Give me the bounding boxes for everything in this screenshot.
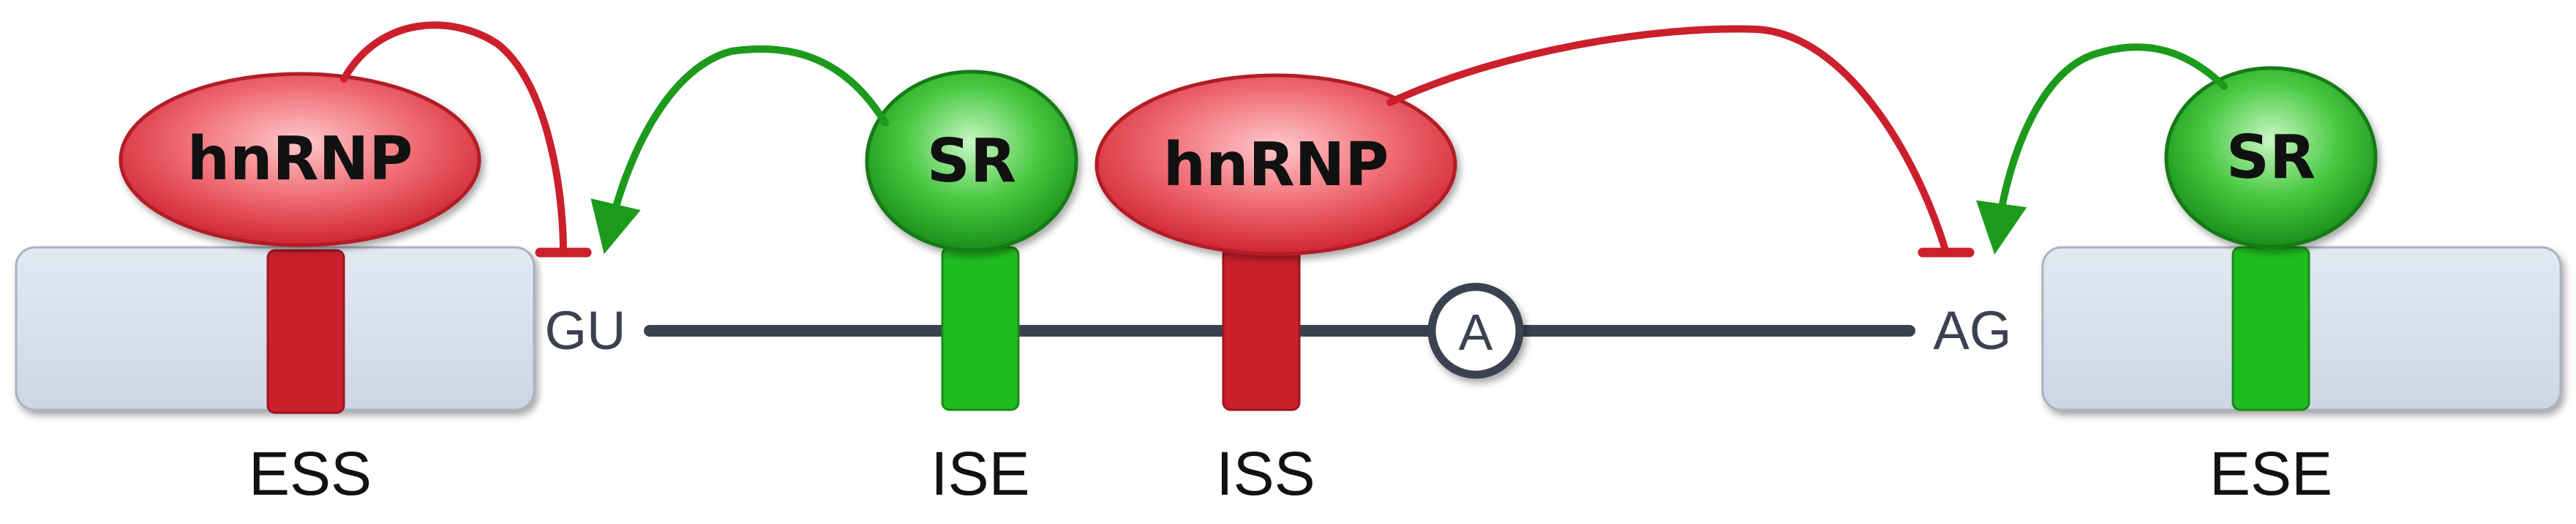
- hnrnp-label: hnRNP: [187, 124, 413, 194]
- sr-protein-right: SR: [2164, 66, 2378, 249]
- inhibition-arrow-ess-to-gu: [340, 21, 567, 256]
- branch-point-circle: [1427, 282, 1524, 379]
- inhibition-arrow-iss-to-ag: [1386, 25, 1950, 256]
- hnrnp-protein-left: hnRNP: [119, 72, 481, 247]
- branch-point: A: [1427, 282, 1524, 379]
- activation-arrow-ise-to-gu: [590, 45, 889, 255]
- sr-label: SR: [2226, 123, 2316, 192]
- sr-protein-intron: SR: [865, 70, 1078, 252]
- donor-site-label: GU: [545, 300, 626, 361]
- branch-point-label: A: [1459, 304, 1493, 361]
- iss-label: ISS: [1216, 439, 1315, 508]
- hnrnp-protein-intron: hnRNP: [1094, 73, 1457, 256]
- ess-label: ESS: [249, 439, 372, 508]
- ese-label: ESE: [2209, 439, 2332, 508]
- hnrnp-ellipse: [1094, 73, 1457, 256]
- acceptor-site-label: AG: [1934, 300, 2012, 361]
- ise-element: [941, 246, 1020, 411]
- sr-ellipse: [2164, 66, 2378, 249]
- sr-label: SR: [927, 127, 1016, 196]
- activation-arrow-ese-to-ag: [1976, 43, 2228, 255]
- hnrnp-ellipse: [119, 72, 481, 247]
- ese-element: [2231, 246, 2310, 411]
- iss-element: [1222, 246, 1301, 411]
- sr-ellipse: [865, 70, 1078, 252]
- hnrnp-label: hnRNP: [1163, 130, 1389, 200]
- ess-element: [266, 249, 345, 414]
- ise-label: ISE: [931, 439, 1029, 508]
